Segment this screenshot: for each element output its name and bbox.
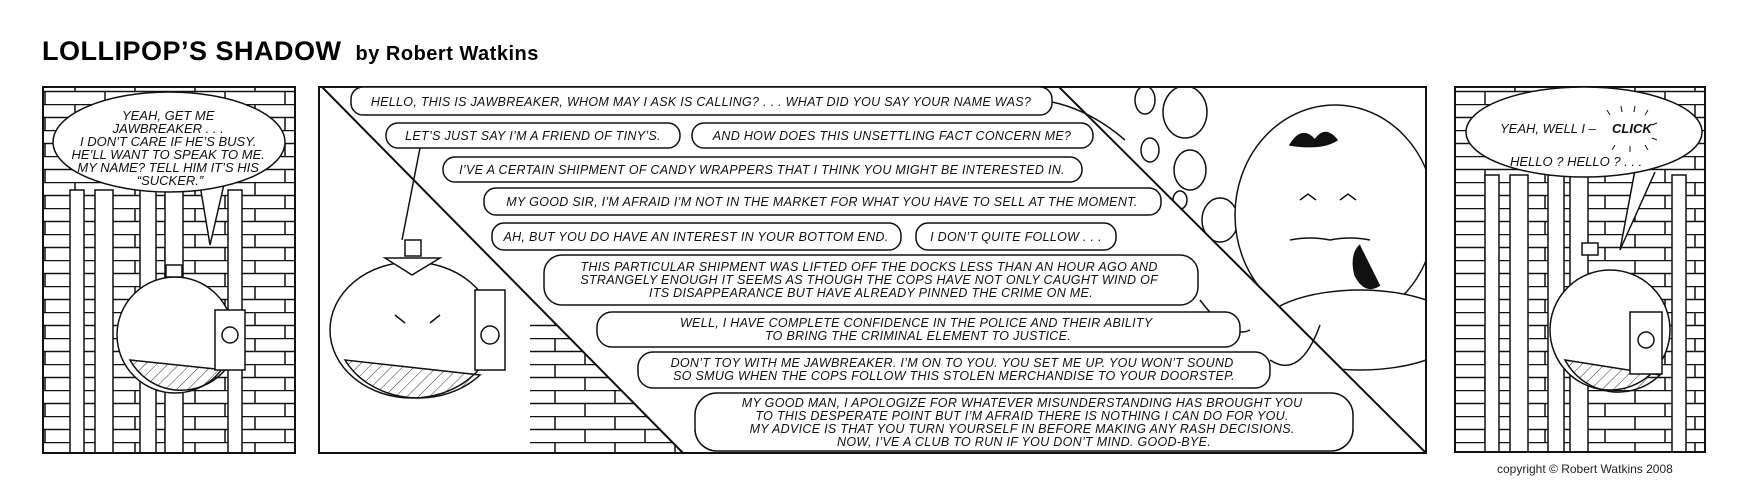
copyright-notice: copyright © Robert Watkins 2008 [1497,462,1673,476]
balloon-9-text: WELL, I HAVE COMPLETE CONFIDENCE IN THE … [680,316,1156,343]
balloon-4-text: I’VE A CERTAIN SHIPMENT OF CANDY WRAPPER… [459,163,1065,177]
balloon-5-text: MY GOOD SIR, I’M AFRAID I’M NOT IN THE M… [506,195,1137,209]
balloon-line-1: YEAH, WELL I – [1500,121,1597,136]
sound-burst-icon [1606,105,1658,152]
balloon-7-text: I DON’T QUITE FOLLOW . . . [930,230,1102,244]
balloon-1-text: HELLO, THIS IS JAWBREAKER, WHOM MAY I AS… [371,95,1031,109]
dialogue-balloons [350,86,1354,452]
balloon-text: YEAH, GET ME JAWBREAKER . . . I DON’T CA… [72,108,269,188]
comic-title: LOLLIPOP’S SHADOW by Robert Watkins [42,36,539,67]
balloon-line-2: HELLO ? HELLO ? . . . [1510,154,1642,169]
balloon-2-text: LET’S JUST SAY I’M A FRIEND OF TINY’S. [405,129,661,143]
balloon-11-text: MY GOOD MAN, I APOLOGIZE FOR WHATEVER MI… [742,396,1306,449]
lollipop-character [1549,242,1671,393]
panel-1-border [42,86,296,454]
balloon-6-text: AH, BUT YOU DO HAVE AN INTEREST IN YOUR … [502,230,888,244]
balloon-8-text: THIS PARTICULAR SHIPMENT WAS LIFTED OFF … [580,260,1161,300]
panel-1 [43,87,295,453]
bubbles-decor [1134,87,1239,243]
lollipop-character-closeup [329,239,506,399]
panel-2-3: HELLO, THIS IS JAWBREAKER, WHOM MAY I AS… [318,86,1427,454]
panel-4-balloon: YEAH, WELL I – CLICK HELLO ? HELLO ? . .… [1465,86,1703,251]
panel-1-balloon: YEAH, GET ME JAWBREAKER . . . I DON’T CA… [52,91,286,246]
balloon-3-text: AND HOW DOES THIS UNSETTLING FACT CONCER… [712,129,1071,143]
click-sound-effect: CLICK [1612,121,1653,136]
comic-title-text: LOLLIPOP’S SHADOW [42,36,342,66]
byline: by Robert Watkins [355,43,539,65]
dialogue-text: HELLO, THIS IS JAWBREAKER, WHOM MAY I AS… [371,95,1306,449]
lollipop-character [116,264,246,394]
balloon-10-text: DON’T TOY WITH ME JAWBREAKER. I’M ON TO … [671,356,1238,383]
